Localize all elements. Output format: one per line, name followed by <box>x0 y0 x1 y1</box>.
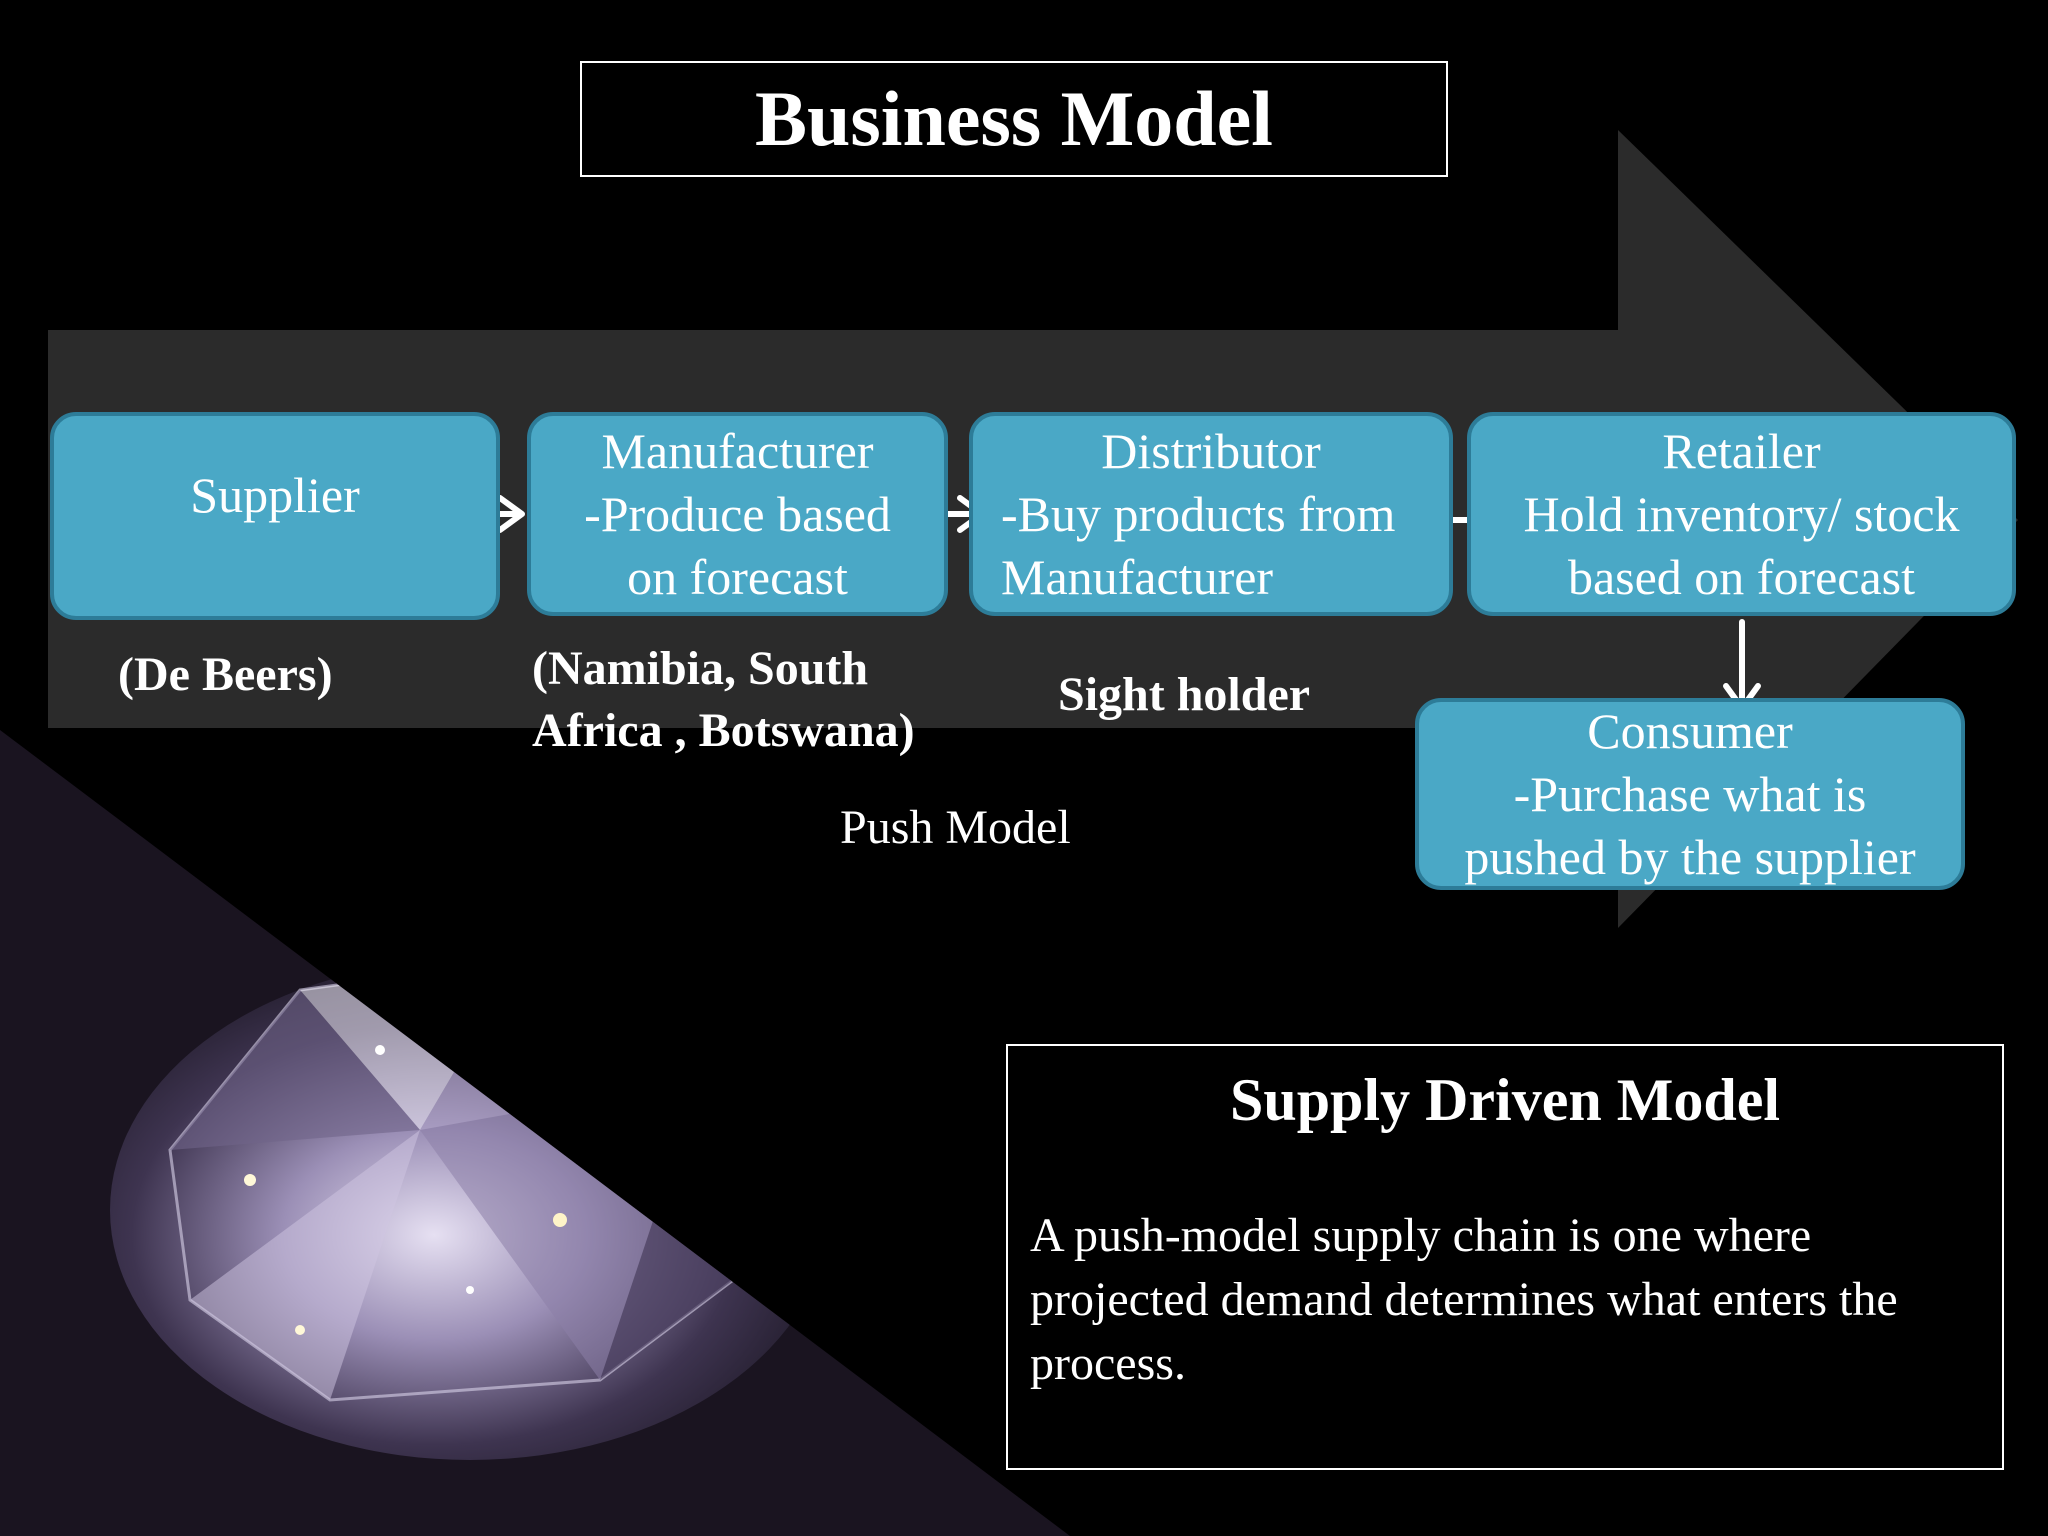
stage-consumer-desc-2: pushed by the supplier <box>1464 828 1916 885</box>
stage-distributor: Distributor -Buy products from Manufactu… <box>969 412 1453 616</box>
page-title: Business Model <box>755 75 1273 162</box>
stage-distributor-desc-1: -Buy products from <box>1001 485 1396 542</box>
stage-manufacturer-desc-1: -Produce based <box>584 485 891 542</box>
stage-retailer-desc-1: Hold inventory/ stock <box>1523 485 1960 542</box>
supply-driven-model-box: Supply Driven Model A push-model supply … <box>1006 1044 2004 1470</box>
push-model-label: Push Model <box>840 801 1071 854</box>
info-text: A push-model supply chain is one where p… <box>1030 1209 1898 1390</box>
caption-manufacturer: (Namibia, South Africa , Botswana) <box>532 638 915 762</box>
stage-manufacturer-desc-2: on forecast <box>627 548 848 605</box>
stage-supplier-title: Supplier <box>190 467 360 523</box>
stage-consumer: Consumer -Purchase what is pushed by the… <box>1415 698 1965 890</box>
stage-consumer-title: Consumer <box>1587 702 1793 759</box>
caption-distributor: Sight holder <box>1058 668 1311 721</box>
caption-manufacturer-line-2: Africa , Botswana) <box>532 704 915 757</box>
stage-distributor-title: Distributor <box>1101 422 1321 479</box>
info-title: Supply Driven Model <box>1229 1067 1781 1133</box>
stage-manufacturer: Manufacturer -Produce based on forecast <box>527 412 948 616</box>
stage-retailer-title: Retailer <box>1662 422 1821 479</box>
title-box: Business Model <box>580 61 1448 177</box>
stage-supplier: Supplier <box>50 412 500 620</box>
stage-retailer-desc-2: based on forecast <box>1567 548 1916 605</box>
stage-distributor-desc-2: Manufacturer <box>1001 548 1274 605</box>
caption-supplier: (De Beers) <box>118 648 333 701</box>
stage-retailer: Retailer Hold inventory/ stock based on … <box>1467 412 2016 616</box>
stage-consumer-desc-1: -Purchase what is <box>1513 765 1867 822</box>
stage-manufacturer-title: Manufacturer <box>601 422 874 479</box>
caption-manufacturer-line-1: (Namibia, South <box>532 642 869 695</box>
